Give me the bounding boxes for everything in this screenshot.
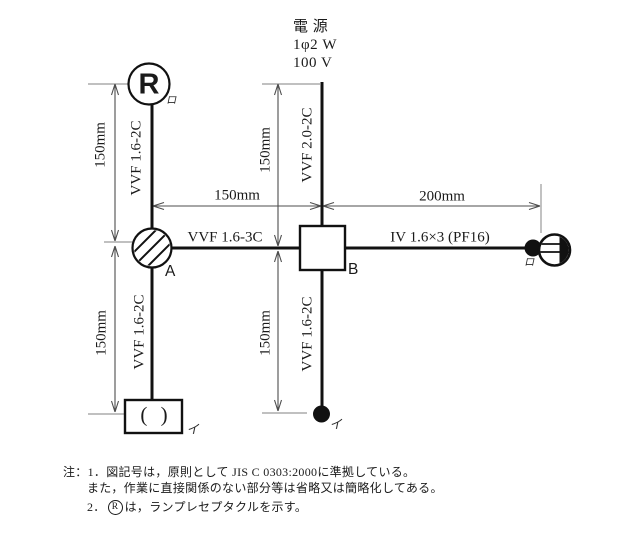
dimension-line-receptacle-drop [110,83,120,242]
switch-ro-symbol [524,239,542,257]
cable-label-receptacle-drop: VVF 1.6-2C [128,120,145,196]
footnote-2-text: は，ランプレセプタクルを示す。 [124,500,308,514]
dimension-label-switch-drop: 150mm [257,310,274,356]
ceiling-rose-glyph: ( ) [140,402,172,427]
footnotes: 注：1．図記号は，原則として JIS C 0303:2000に準拠している。 ま… [63,464,443,515]
footnote-1-line-1: 注：1．図記号は，原則として JIS C 0303:2000に準拠している。 [63,465,416,479]
cable-label-power-feed: VVF 2.0-2C [299,107,316,183]
dimension-line-a-to-b [152,201,322,211]
power-source-phase: 1φ2 W [293,37,338,53]
wall-outlet-symbol [537,233,572,267]
cable-label-ceiling-drop: VVF 1.6-2C [131,294,148,370]
dimension-label-a-to-b: 150mm [214,187,260,204]
dimension-label-receptacle-drop: 150mm [92,122,109,168]
cable-label-a-to-b: VVF 1.6-3C [187,229,263,246]
dimension-label-ceiling-drop: 150mm [93,310,110,356]
cable-label-conduit-run: IV 1.6×3 (PF16) [390,229,490,246]
power-source-label: 電 源 1φ2 W 100 V [293,18,337,72]
footnote-1-line-2: また，作業に直接関係のない部分等は省略又は簡略化してある。 [87,481,443,495]
dimension-lines [110,83,541,413]
dimension-line-ceiling-drop [110,245,120,413]
dimension-label-conduit-run: 200mm [419,188,465,205]
power-source-title: 電 源 [293,19,329,35]
lamp-receptacle-symbol [127,62,171,106]
outlet-box-b-symbol [298,224,347,272]
dimension-line-power-feed [273,83,283,247]
cable-label-switch-drop: VVF 1.6-2C [299,296,316,372]
junction-box-a-label: A [165,263,176,280]
switch-i-symbol [313,405,330,423]
wires [150,82,528,407]
lamp-receptacle-letter: R [138,68,160,101]
dimension-label-power-feed: 150mm [257,127,274,173]
footnote-2: 2． R は，ランプレセプタクルを示す。 [63,499,443,515]
circled-r-icon: R [107,499,123,515]
power-source-voltage: 100 V [293,55,333,71]
dimension-ticks [88,83,542,415]
dimension-line-switch-drop [273,250,283,412]
ceiling-rose-symbol [123,398,184,435]
dimension-line-conduit-run [322,201,541,211]
junction-box-a-symbol [131,227,173,269]
footnote-2-prefix: 2． [87,500,106,514]
outlet-box-b-label: B [348,261,359,278]
